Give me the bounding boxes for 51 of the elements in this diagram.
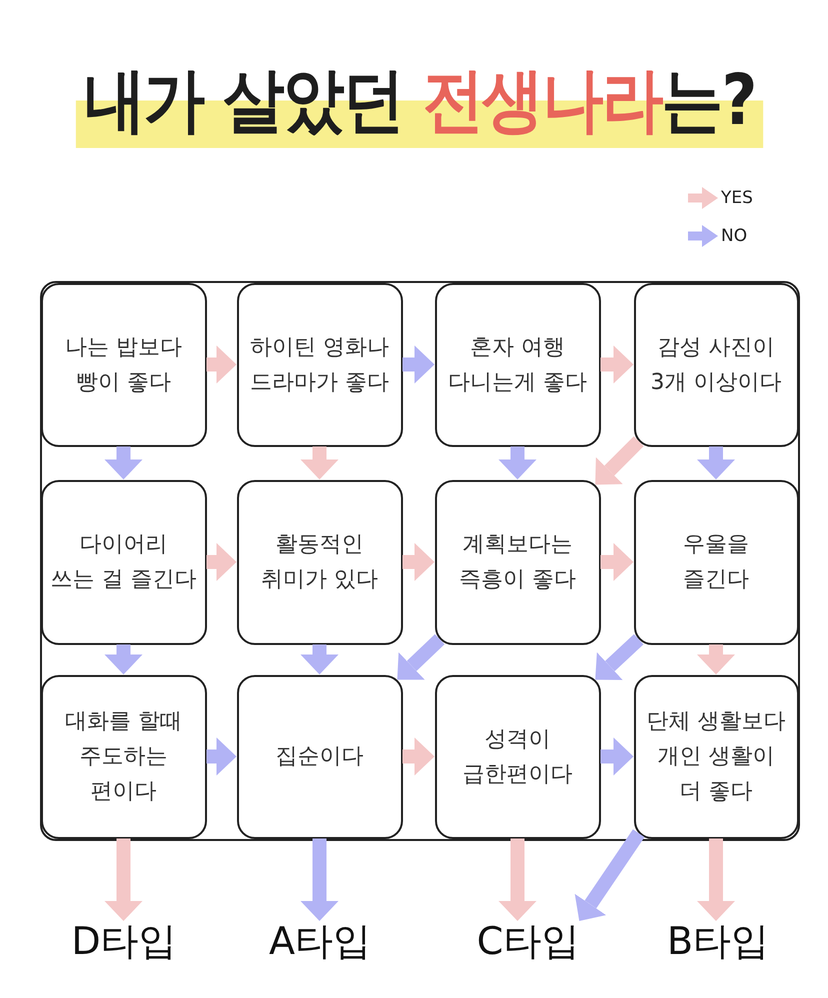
question-box [236, 480, 402, 644]
arrow [697, 446, 735, 480]
question-box [40, 480, 206, 644]
arrow [300, 446, 338, 480]
question-box [434, 282, 600, 446]
arrow [206, 738, 236, 776]
question-text: 성격이 급한편이다 [462, 726, 572, 788]
question-box [634, 674, 798, 838]
arrow [206, 346, 236, 384]
question-box [434, 674, 600, 838]
question-text: 대화를 할때 주도하는 편이다 [65, 708, 182, 806]
arrow [402, 543, 434, 581]
result-label: C타입 [476, 921, 580, 963]
result-label: A타입 [269, 921, 371, 963]
question-box [236, 674, 402, 838]
question-text: 나는 밥보다 빵이 좋다 [65, 334, 182, 396]
question-text: 활동적인 취미가 있다 [261, 531, 378, 594]
arrow [300, 838, 338, 921]
question-box [634, 480, 798, 644]
arrow [600, 346, 634, 384]
question-text: 집순이다 [276, 743, 364, 771]
question-box [40, 282, 206, 446]
question-box [236, 282, 402, 446]
arrow [600, 738, 634, 776]
question-text: 다이어리 쓰는 걸 즐긴다 [50, 531, 196, 594]
arrow [300, 644, 338, 674]
question-text: 우울을 즐긴다 [683, 531, 749, 594]
question-box [634, 282, 798, 446]
question-box [434, 480, 600, 644]
question-text: 하이틴 영화나 드라마가 좋다 [250, 334, 389, 396]
arrow [206, 543, 236, 581]
arrow [402, 738, 434, 776]
question-text: 혼자 여행 다니는게 좋다 [448, 334, 587, 396]
question-box [40, 674, 206, 838]
result-label: B타입 [666, 921, 770, 963]
arrow [600, 543, 634, 581]
arrow [697, 838, 735, 921]
legend-label: NO [721, 228, 748, 244]
arrow [104, 838, 142, 921]
question-text: 단체 생활보다 개인 생활이 더 좋다 [646, 708, 786, 806]
legend-label: YES [721, 190, 753, 206]
arrow [697, 644, 735, 674]
flowchart-frame [40, 281, 800, 841]
result-label: D타입 [71, 921, 177, 963]
arrow [104, 446, 142, 480]
arrow [104, 644, 142, 674]
arrow [402, 346, 434, 384]
question-text: 감성 사진이 3개 이상이다 [650, 334, 782, 396]
question-text: 계획보다는 즉흥이 좋다 [459, 531, 576, 594]
arrow [498, 838, 536, 921]
arrow [498, 446, 536, 480]
